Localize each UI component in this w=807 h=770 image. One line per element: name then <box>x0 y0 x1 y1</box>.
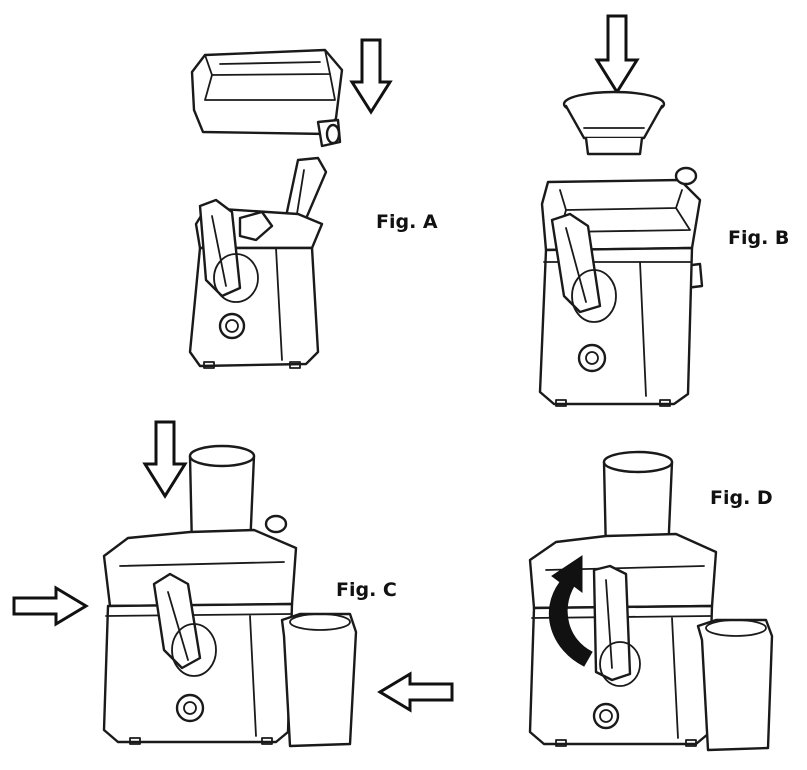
down-arrow-icon <box>349 38 393 115</box>
figure-label: Fig. D <box>710 487 773 509</box>
figure-label: Fig. A <box>376 211 438 233</box>
figure-a: Fig. A <box>188 38 438 369</box>
filter-basket-part <box>562 90 666 156</box>
figure-label: Fig. C <box>336 579 397 601</box>
right-arrow-icon <box>12 585 89 627</box>
figure-label: Fig. B <box>728 227 789 249</box>
juicer-base-b <box>538 166 704 407</box>
juicer-base-a <box>188 156 328 369</box>
curved-rotate-arrow-icon <box>548 555 593 667</box>
down-arrow-icon <box>594 14 640 95</box>
juicer-assembled-c <box>102 444 358 748</box>
left-arrow-icon <box>377 671 454 713</box>
pulp-cover-part <box>190 48 344 148</box>
figure-d: Fig. D <box>528 450 774 752</box>
down-arrow-icon <box>142 420 188 499</box>
figure-c: Fig. C <box>12 420 454 748</box>
figure-b: Fig. B <box>538 14 789 407</box>
